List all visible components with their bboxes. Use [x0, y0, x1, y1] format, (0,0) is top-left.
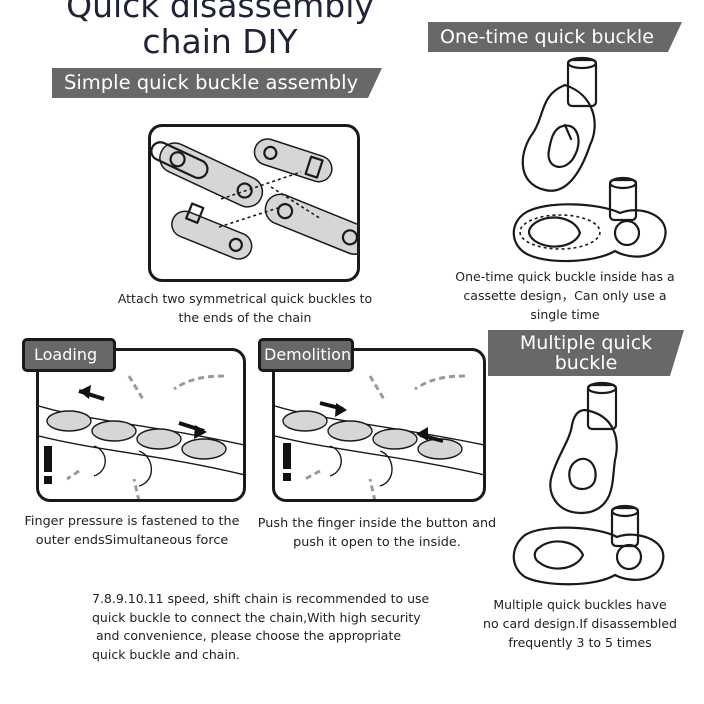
assembly-caption-line1: Attach two symmetrical quick buckles to [117, 291, 373, 306]
multiple-buckle-vertical-icon [549, 381, 618, 515]
multiple-caption-line3: frequently 3 to 5 times [508, 635, 652, 650]
page-title-line2: chain DIY [142, 22, 298, 61]
loading-caption-line1: Finger pressure is fastened to the [24, 514, 240, 529]
demolition-caption-line2: push it open to the inside. [293, 535, 461, 550]
one-time-caption-line1: One-time quick buckle inside has a [455, 269, 675, 284]
one-time-buckle-vertical-icon [521, 56, 598, 192]
one-time-buckle-banner: One-time quick buckle [428, 22, 682, 52]
loading-illustration-frame [36, 348, 246, 502]
multiple-caption: Multiple quick buckles have no card desi… [470, 595, 690, 652]
demolition-tag: Demolition [258, 338, 354, 372]
multiple-caption-line1: Multiple quick buckles have [493, 597, 667, 612]
one-time-caption-line3: single time [530, 307, 600, 322]
multiple-banner-line2: buckle [554, 352, 618, 374]
multiple-buckle-banner: Multiple quick buckle [488, 330, 684, 376]
assembly-illustration-frame [148, 124, 360, 282]
one-time-buckle-horizontal-icon [512, 176, 667, 263]
simple-assembly-banner: Simple quick buckle assembly [52, 68, 382, 98]
speed-note-line4: quick buckle and chain. [92, 646, 240, 662]
demolition-chain-illustration [275, 374, 483, 499]
chain-assembly-illustration [151, 138, 357, 260]
page-title-line1: Quick disassembly [66, 0, 374, 25]
speed-recommendation-note: 7.8.9.10.11 speed, shift chain is recomm… [92, 590, 452, 664]
speed-note-line2: quick buckle to connect the chain,With h… [92, 609, 421, 625]
assembly-caption: Attach two symmetrical quick buckles to … [100, 289, 390, 327]
loading-chain-illustration [39, 374, 243, 499]
speed-note-line1: 7.8.9.10.11 speed, shift chain is recomm… [92, 591, 430, 606]
loading-caption: Finger pressure is fastened to the outer… [16, 512, 248, 550]
multiple-banner-line1: Multiple quick [519, 332, 653, 354]
one-time-caption-line2: cassette design，Can only use a [463, 288, 667, 303]
demolition-illustration-frame [272, 348, 486, 502]
speed-note-line3: and convenience, please choose the appro… [92, 628, 402, 643]
multiple-caption-line2: no card design.If disassembled [483, 616, 677, 631]
loading-tag: Loading [22, 338, 116, 372]
one-time-caption: One-time quick buckle inside has a casse… [440, 267, 690, 324]
multiple-buckle-horizontal-icon [512, 504, 665, 586]
demolition-caption: Push the finger inside the button and pu… [252, 514, 502, 552]
demolition-caption-line1: Push the finger inside the button and [257, 516, 497, 531]
loading-caption-line2: outer endsSimultaneous force [35, 533, 229, 548]
assembly-caption-line2: the ends of the chain [178, 310, 312, 325]
